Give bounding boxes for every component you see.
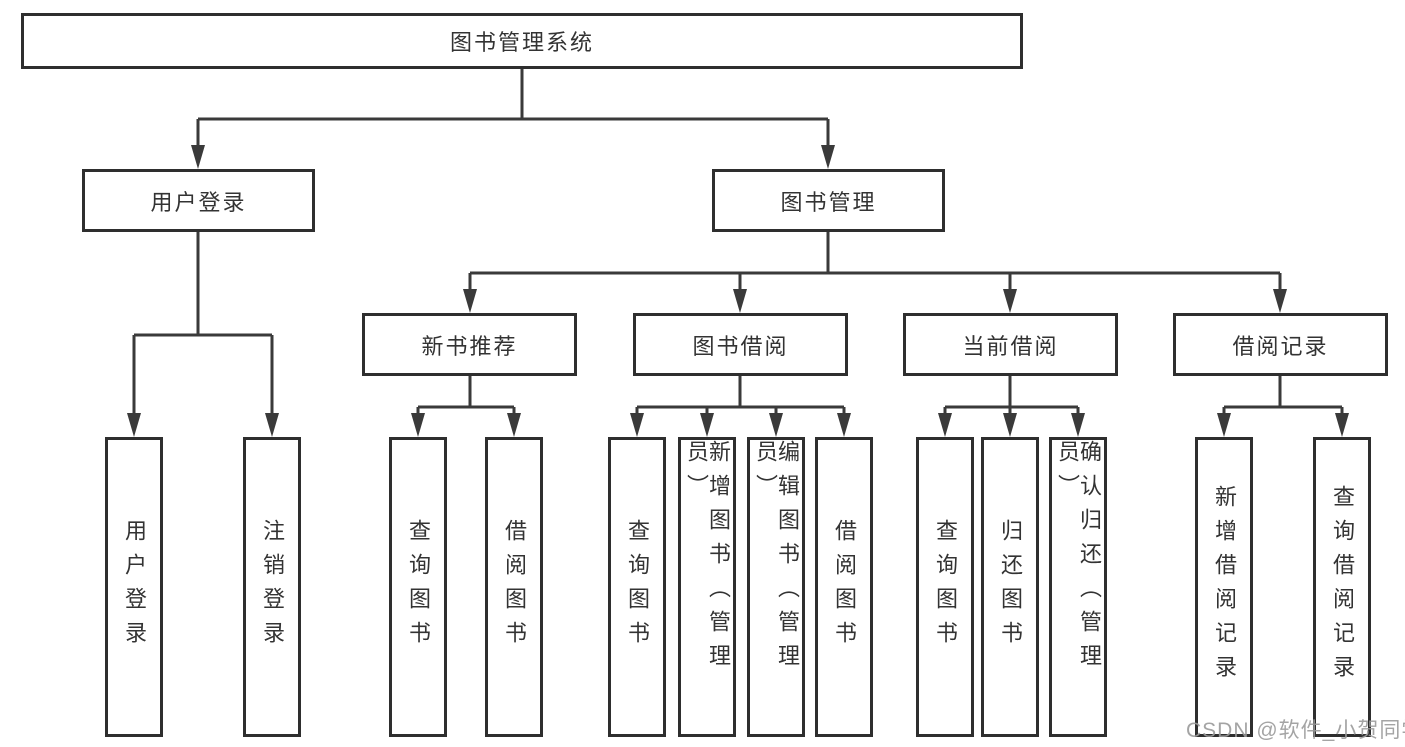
- node-new-book-recommend-label: 新书推荐: [421, 333, 518, 359]
- leaf-logout-label: 注销登录: [260, 519, 285, 655]
- node-borrow-records: 借阅记录: [1173, 313, 1388, 376]
- leaf-add-borrow-record-label: 新增借阅记录: [1212, 485, 1237, 689]
- node-current-borrow-label: 当前借阅: [962, 333, 1059, 359]
- node-book-borrow-label: 图书借阅: [692, 333, 789, 359]
- node-root: 图书管理系统: [21, 13, 1023, 69]
- leaf-borrow-books-borrow: 借阅图书: [815, 437, 873, 737]
- node-new-book-recommend: 新书推荐: [362, 313, 577, 376]
- node-user-login-label: 用户登录: [150, 189, 247, 215]
- leaf-borrow-books-recommend-label: 借阅图书: [502, 519, 527, 655]
- node-current-borrow: 当前借阅: [903, 313, 1118, 376]
- leaf-query-books-borrow: 查询图书: [608, 437, 666, 737]
- leaf-edit-book-admin-label: 编辑图书（管理员）: [753, 440, 800, 678]
- leaf-confirm-return-admin-label: 确认归还（管理员）: [1055, 440, 1102, 678]
- leaf-edit-book-admin: 编辑图书（管理员）: [747, 437, 805, 737]
- node-user-login: 用户登录: [82, 169, 315, 232]
- leaf-query-books-recommend: 查询图书: [389, 437, 447, 737]
- leaf-query-books-current-label: 查询图书: [933, 519, 958, 655]
- node-book-borrow: 图书借阅: [633, 313, 848, 376]
- csdn-watermark: CSDN @软件_小贺同学: [1186, 719, 1405, 742]
- node-borrow-records-label: 借阅记录: [1232, 333, 1329, 359]
- leaf-user-login-label: 用户登录: [122, 519, 147, 655]
- node-book-management-label: 图书管理: [780, 189, 877, 215]
- leaf-user-login: 用户登录: [105, 437, 163, 737]
- leaf-return-book: 归还图书: [981, 437, 1039, 737]
- leaf-query-borrow-record: 查询借阅记录: [1313, 437, 1371, 737]
- leaf-borrow-books-recommend: 借阅图书: [485, 437, 543, 737]
- leaf-query-borrow-record-label: 查询借阅记录: [1330, 485, 1355, 689]
- leaf-query-books-current: 查询图书: [916, 437, 974, 737]
- leaf-query-books-borrow-label: 查询图书: [625, 519, 650, 655]
- leaf-confirm-return-admin: 确认归还（管理员）: [1049, 437, 1107, 737]
- leaf-add-book-admin-label: 新增图书（管理员）: [684, 440, 731, 678]
- leaf-add-borrow-record: 新增借阅记录: [1195, 437, 1253, 737]
- node-book-management: 图书管理: [712, 169, 945, 232]
- leaf-borrow-books-borrow-label: 借阅图书: [832, 519, 857, 655]
- node-root-label: 图书管理系统: [449, 30, 594, 55]
- leaf-logout: 注销登录: [243, 437, 301, 737]
- leaf-add-book-admin: 新增图书（管理员）: [678, 437, 736, 737]
- leaf-return-book-label: 归还图书: [998, 519, 1023, 655]
- leaf-query-books-recommend-label: 查询图书: [406, 519, 431, 655]
